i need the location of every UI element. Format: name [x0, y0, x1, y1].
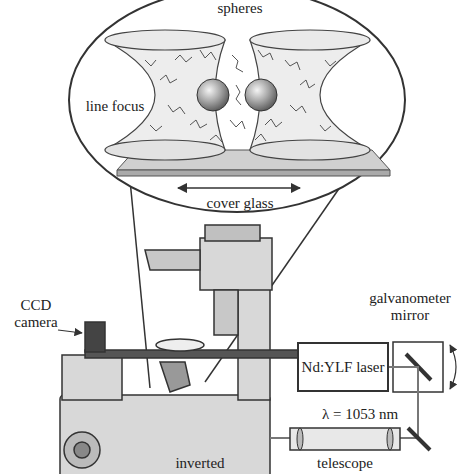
- microscope-stage: [85, 350, 330, 358]
- cone-end: [105, 30, 225, 50]
- polymer: [236, 85, 241, 105]
- polymer: [320, 125, 331, 131]
- polymer: [145, 60, 156, 66]
- polymer: [325, 60, 336, 66]
- microscope-head: [200, 238, 272, 290]
- polymer: [232, 55, 243, 72]
- polymer: [300, 80, 315, 88]
- polymer: [168, 105, 185, 114]
- mirror-label: galvanometer mirror: [360, 290, 460, 324]
- wavelength-label: λ = 1053 nm: [300, 406, 420, 423]
- polymer: [210, 135, 222, 142]
- polymer: [258, 50, 273, 60]
- illuminator-arm: [145, 250, 200, 270]
- polymer-chains: [145, 50, 336, 142]
- sphere: [245, 79, 277, 111]
- laser-box: Nd:YLF laser: [297, 342, 389, 392]
- cone-end: [250, 140, 370, 160]
- polymer: [160, 75, 177, 83]
- telescope-label: telescope: [295, 455, 395, 472]
- polymer: [200, 50, 216, 60]
- polymer: [285, 60, 300, 70]
- zoom-ellipse: [69, 0, 405, 212]
- microscope-pillar: [62, 355, 122, 400]
- glass-label: cover glass: [190, 195, 290, 212]
- leader-line: [58, 330, 82, 333]
- rotation-arrow: [450, 345, 456, 389]
- sample-lens: [156, 339, 204, 351]
- cone-end: [105, 140, 225, 160]
- focus-knob-center: [74, 442, 90, 458]
- polymer: [190, 120, 207, 128]
- sphere-label: spheres: [205, 0, 275, 17]
- objective: [160, 362, 190, 392]
- telescope-lens: [387, 428, 393, 450]
- polymer: [255, 134, 266, 141]
- focus-label: line focus: [80, 98, 150, 115]
- sphere: [197, 79, 229, 111]
- cover-glass-edge: [117, 170, 390, 176]
- focus-knob: [64, 432, 100, 468]
- telescope-lens: [297, 428, 303, 450]
- polymer: [290, 105, 306, 113]
- condenser: [214, 290, 238, 335]
- telescope-tube: [290, 428, 400, 450]
- double-arrow: [178, 187, 300, 189]
- node-text: Nd:YLF laser: [302, 359, 385, 376]
- ccd-camera: [85, 322, 105, 352]
- microscope-base: [60, 395, 270, 474]
- polymer: [150, 125, 162, 131]
- polymer: [230, 120, 245, 129]
- microscope-column: [238, 285, 270, 400]
- polymer: [265, 119, 282, 127]
- cone-end: [250, 30, 370, 50]
- polymer: [175, 55, 192, 62]
- camera-label: CCD camera: [8, 297, 64, 331]
- lamp-house: [205, 225, 260, 241]
- microscope-label: inverted: [150, 455, 250, 472]
- fold-mirror: [408, 428, 430, 450]
